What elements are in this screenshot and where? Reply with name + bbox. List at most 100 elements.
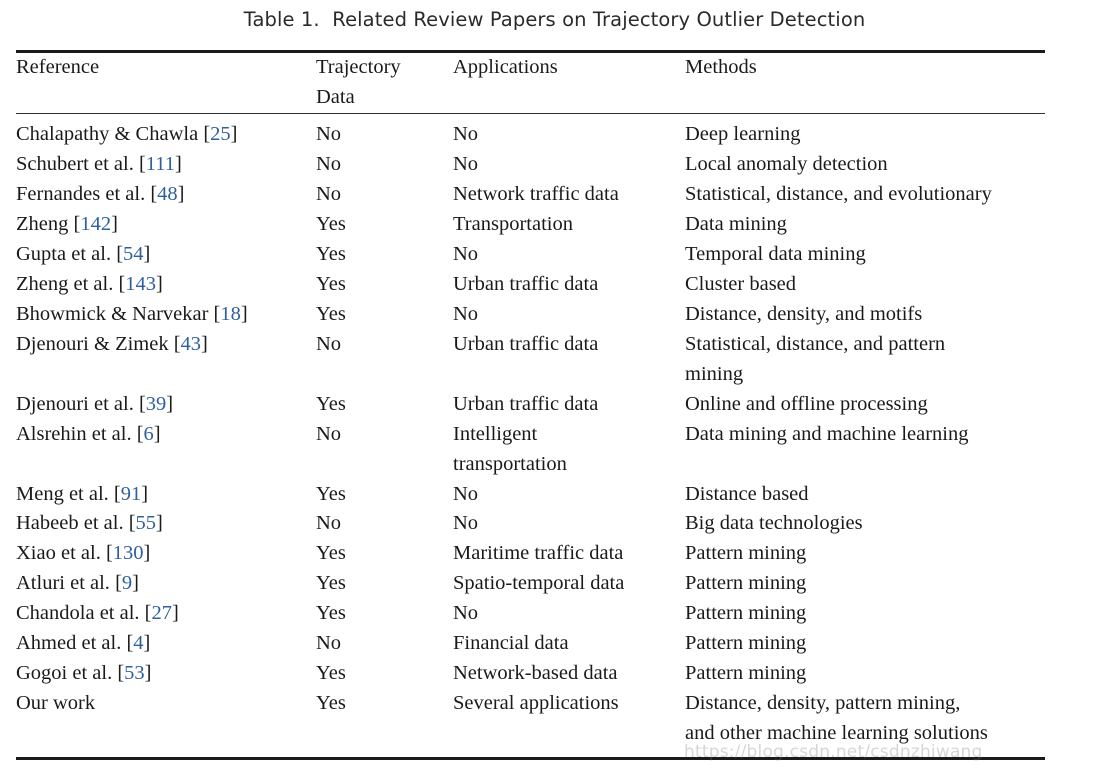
applications-line1: Financial data (453, 632, 569, 655)
table-rule-top (16, 50, 1045, 53)
cell-applications: Network-based data (453, 659, 685, 689)
column-header-methods: Methods (685, 56, 757, 78)
table-header: Reference Trajectory Data Applications M… (16, 53, 1045, 113)
reference-author: Djenouri & Zimek (16, 332, 169, 355)
cell-methods: Pattern mining (685, 659, 1045, 689)
citation-number[interactable]: 111 (145, 153, 176, 176)
citation-number[interactable]: 53 (124, 662, 145, 685)
cell-trajectory-data: Yes (316, 482, 346, 505)
cell-applications: No (453, 240, 685, 270)
citation-link[interactable]: [9] (115, 572, 139, 595)
cell-methods: Statistical, distance, and evolutionary (685, 180, 1045, 210)
reference-author: Alsrehin et al. (16, 422, 132, 445)
cell-trajectory-data: Yes (316, 273, 346, 296)
citation-link[interactable]: [111] (138, 153, 182, 176)
citation-link[interactable]: [18] (213, 302, 248, 325)
citation-link[interactable]: [53] (117, 662, 152, 685)
citation-link[interactable]: [43] (173, 332, 208, 355)
citation-link[interactable]: [54] (116, 243, 151, 266)
cell-reference: Atluri et al. [9] (16, 569, 316, 599)
citation-number[interactable]: 54 (123, 243, 144, 266)
citation-link[interactable]: [48] (150, 183, 185, 206)
reference-author: Chandola et al. (16, 602, 140, 625)
methods-line1: Distance based (685, 482, 809, 505)
reference-author: Xiao et al. (16, 542, 101, 565)
cell-reference: Fernandes et al. [48] (16, 180, 316, 210)
citation-link[interactable]: [130] (105, 542, 151, 565)
column-header-trajectory-data: Trajectory Data (316, 53, 453, 113)
cell-trajectory-data: Yes (316, 302, 346, 325)
applications-line1: No (453, 302, 479, 325)
cell-applications: No (453, 599, 685, 629)
citation-link[interactable]: [27] (144, 602, 179, 625)
reference-author: Zheng et al. (16, 273, 114, 296)
citation-link[interactable]: [143] (118, 273, 163, 296)
reference-author: Habeeb et al. (16, 512, 124, 535)
cell-applications: No (453, 114, 685, 150)
methods-line1: Pattern mining (685, 632, 807, 655)
cell-reference: Djenouri et al. [39] (16, 390, 316, 420)
citation-link[interactable]: [91] (113, 482, 149, 505)
cell-trajectory-data: Yes (316, 243, 346, 266)
citation-number[interactable]: 130 (112, 542, 144, 565)
citation-link[interactable]: [55] (128, 512, 163, 535)
cell-methods: Online and offline processing (685, 390, 1045, 420)
citation-number[interactable]: 55 (135, 512, 157, 535)
methods-line1: Statistical, distance, and evolutionary (685, 183, 992, 206)
citation-number[interactable]: 143 (125, 273, 157, 296)
column-header-trajectory-line1: Trajectory (316, 56, 401, 78)
citation-number[interactable]: 6 (143, 422, 154, 445)
citation-number[interactable]: 39 (145, 392, 167, 415)
table-caption: Table 1. Related Review Papers on Trajec… (243, 8, 866, 31)
citation-link[interactable]: [25] (203, 123, 238, 146)
citation-link[interactable]: [4] (126, 632, 151, 655)
citation-number[interactable]: 91 (120, 482, 142, 505)
citation-link[interactable]: [6] (136, 422, 161, 445)
column-header-applications: Applications (453, 56, 558, 78)
citation-number[interactable]: 43 (180, 332, 202, 355)
applications-line1: Several applications (453, 691, 619, 714)
applications-line1: Intelligent (453, 422, 538, 445)
citation-link[interactable]: [39] (138, 392, 174, 415)
methods-line1: Pattern mining (685, 542, 807, 565)
cell-reference: Djenouri & Zimek [43] (16, 330, 316, 390)
citation-number[interactable]: 27 (151, 602, 172, 625)
cell-reference: Gogoi et al. [53] (16, 659, 316, 689)
methods-line1: Online and offline processing (685, 392, 928, 415)
methods-line1: Local anomaly detection (685, 153, 888, 176)
cell-applications: Spatio-temporal data (453, 569, 685, 599)
reference-author: Our work (16, 691, 96, 714)
reference-author: Fernandes et al. (16, 183, 146, 206)
reference-author: Gogoi et al. (16, 662, 113, 685)
cell-applications: Several applications (453, 689, 685, 757)
applications-line1: No (453, 243, 479, 266)
citation-number[interactable]: 4 (133, 632, 144, 655)
citation-number[interactable]: 25 (210, 123, 231, 146)
cell-reference: Habeeb et al. [55] (16, 509, 316, 539)
citation-number[interactable]: 18 (220, 302, 241, 325)
methods-line1: Data mining (685, 213, 787, 236)
citation-number[interactable]: 9 (121, 572, 133, 595)
column-header-trajectory-line2: Data (316, 85, 355, 108)
citation-link[interactable]: [142] (73, 213, 118, 236)
cell-applications: No (453, 150, 685, 180)
citation-number[interactable]: 142 (80, 213, 112, 236)
cell-applications: No (453, 509, 685, 539)
methods-line1: Distance, density, pattern mining, (685, 691, 961, 714)
cell-methods: Local anomaly detection (685, 150, 1045, 180)
applications-line2: transportation (453, 452, 567, 475)
applications-line1: No (453, 153, 479, 176)
applications-line1: Spatio-temporal data (453, 572, 625, 595)
reference-author: Chalapathy & Chawla (16, 123, 199, 146)
citation-number[interactable]: 48 (157, 183, 178, 206)
